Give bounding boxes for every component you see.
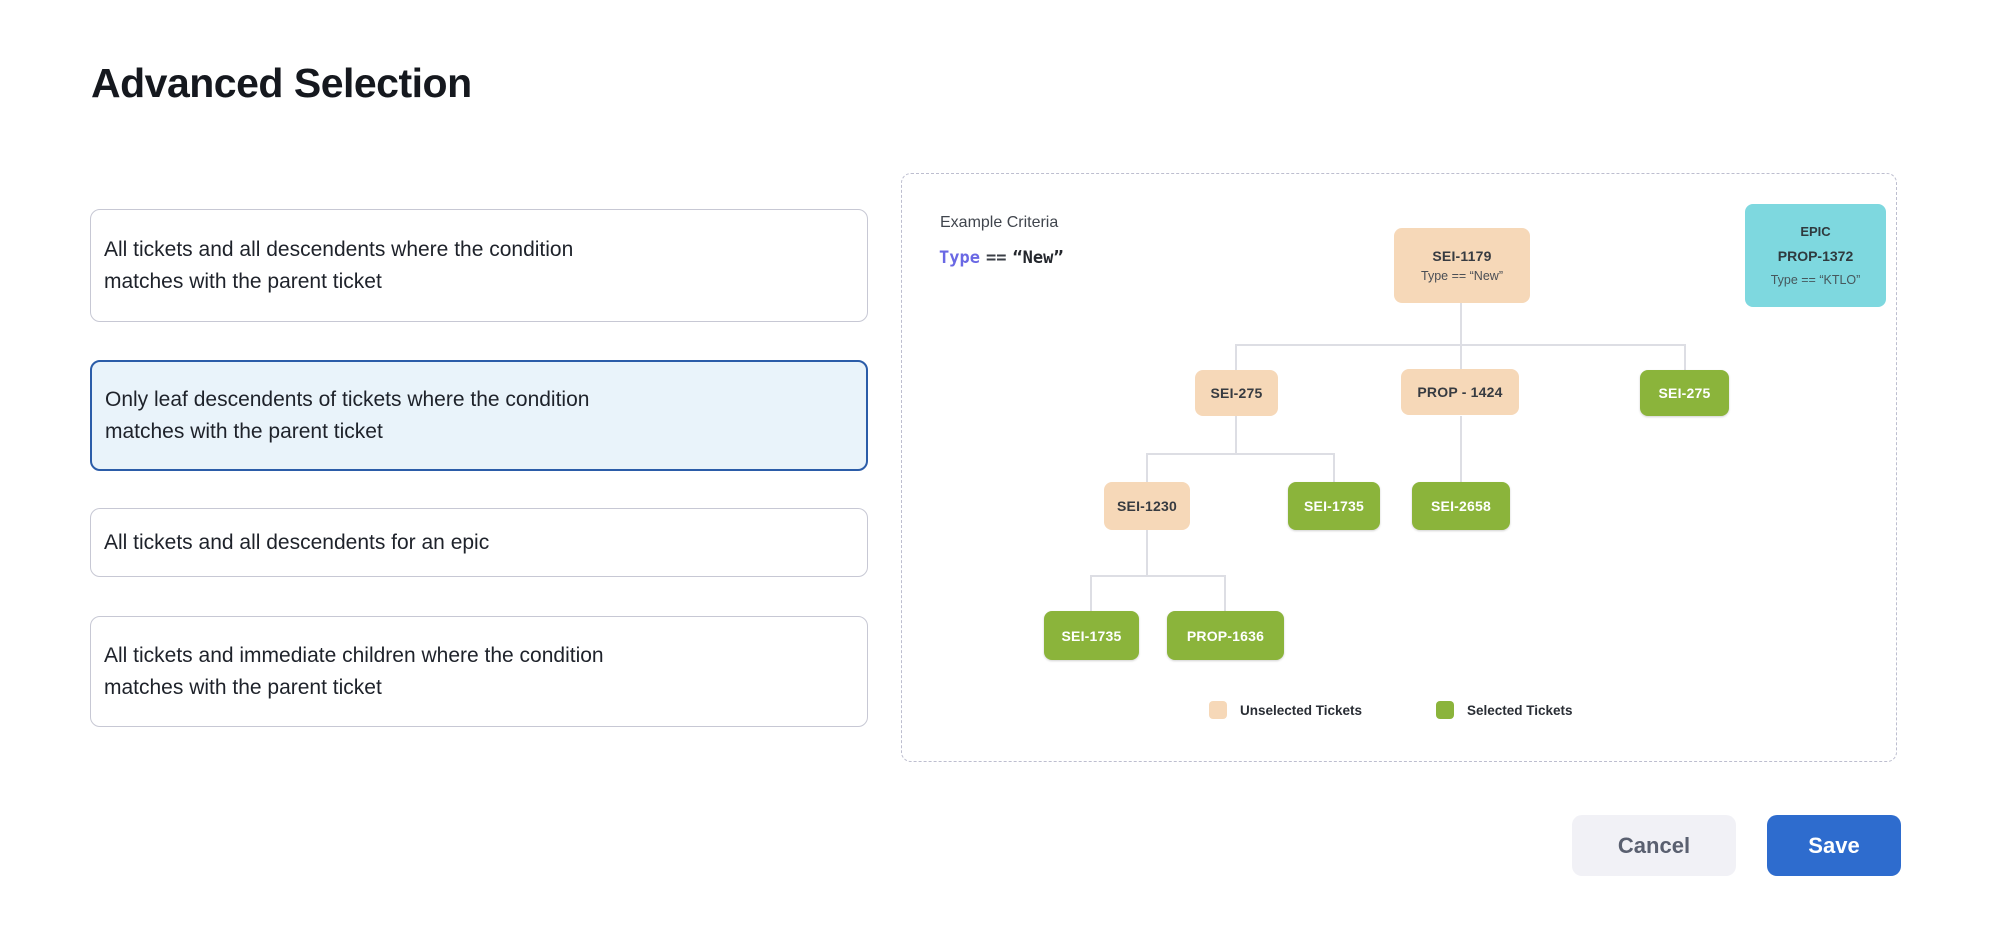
option-all-descendents[interactable]: All tickets and all descendents where th… (90, 209, 868, 322)
option-immediate-children[interactable]: All tickets and immediate children where… (90, 616, 868, 727)
tree-connector (1235, 416, 1237, 453)
legend-swatch-selected-icon (1436, 701, 1454, 719)
example-panel: Example Criteria Type==“New” EPIC PROP-1… (901, 173, 1897, 762)
tree-connector (1460, 303, 1462, 344)
tree-connector (1091, 575, 1226, 577)
tree-node-sei-275-unselected: SEI-275 (1195, 370, 1278, 416)
criteria-expression: Type==“New” (939, 248, 1064, 268)
epic-card: EPIC PROP-1372 Type == “KTLO” (1745, 204, 1886, 307)
criteria-operator: == (985, 248, 1007, 268)
tree-node-sei-1735-mid: SEI-1735 (1288, 482, 1380, 530)
epic-condition-label: Type == “KTLO” (1770, 273, 1861, 287)
criteria-field: Type (939, 248, 980, 268)
option-label: All tickets and immediate children where… (104, 643, 604, 699)
tree-connector (1460, 416, 1462, 482)
tree-connector (1147, 453, 1335, 455)
save-button[interactable]: Save (1767, 815, 1901, 876)
tree-connector (1146, 530, 1148, 575)
tree-connector (1146, 453, 1148, 482)
option-label: Only leaf descendents of tickets where t… (105, 387, 590, 443)
legend-swatch-unselected-icon (1209, 701, 1227, 719)
option-label: All tickets and all descendents for an e… (104, 530, 490, 554)
tree-node-prop-1636: PROP-1636 (1167, 611, 1284, 660)
legend-item-unselected: Unselected Tickets (1209, 701, 1362, 719)
legend-label-selected: Selected Tickets (1467, 702, 1573, 718)
cancel-button[interactable]: Cancel (1572, 815, 1736, 876)
criteria-value: “New” (1012, 248, 1064, 268)
tree-connector (1224, 575, 1226, 611)
option-label: All tickets and all descendents where th… (104, 237, 574, 293)
tree-node-sei-1179: SEI-1179 Type == “New” (1394, 228, 1530, 303)
tree-node-prop-1424: PROP - 1424 (1401, 369, 1519, 415)
option-epic-descendents[interactable]: All tickets and all descendents for an e… (90, 508, 868, 577)
legend-label-unselected: Unselected Tickets (1240, 702, 1363, 718)
epic-kind-label: EPIC (1800, 224, 1831, 239)
tree-node-sei-275-selected: SEI-275 (1640, 370, 1729, 416)
tree-connector (1460, 344, 1462, 370)
tree-connector (1684, 344, 1686, 370)
tree-node-sei-1230: SEI-1230 (1104, 482, 1190, 530)
example-criteria-heading: Example Criteria (940, 214, 1059, 231)
tree-connector (1090, 575, 1092, 611)
legend-item-selected: Selected Tickets (1436, 701, 1573, 719)
tree-node-sei-2658: SEI-2658 (1412, 482, 1510, 530)
tree-node-sei-1735-leaf: SEI-1735 (1044, 611, 1139, 660)
option-leaf-descendents[interactable]: Only leaf descendents of tickets where t… (90, 360, 868, 471)
epic-id-label: PROP-1372 (1777, 248, 1854, 264)
tree-connector (1235, 344, 1237, 370)
tree-connector (1333, 453, 1335, 482)
page-title: Advanced Selection (91, 60, 472, 106)
